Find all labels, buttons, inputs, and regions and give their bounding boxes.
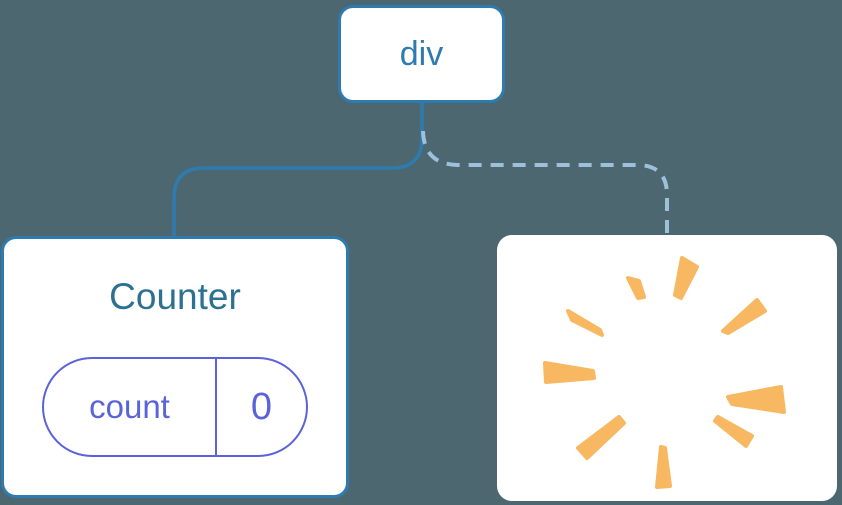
edge-dashed-to-removed [421, 130, 669, 236]
state-key-label: count [44, 359, 217, 455]
component-title: Counter [109, 276, 241, 317]
poof-icon [543, 256, 786, 489]
removed-component-card [497, 235, 837, 501]
state-value: 0 [250, 385, 273, 428]
root-node-label: div [399, 34, 444, 73]
state-pill: count 0 [42, 357, 308, 457]
root-node-div: div [338, 5, 505, 103]
counter-component-card: Counter count 0 [1, 236, 349, 498]
edge-solid-to-counter [172, 103, 424, 237]
